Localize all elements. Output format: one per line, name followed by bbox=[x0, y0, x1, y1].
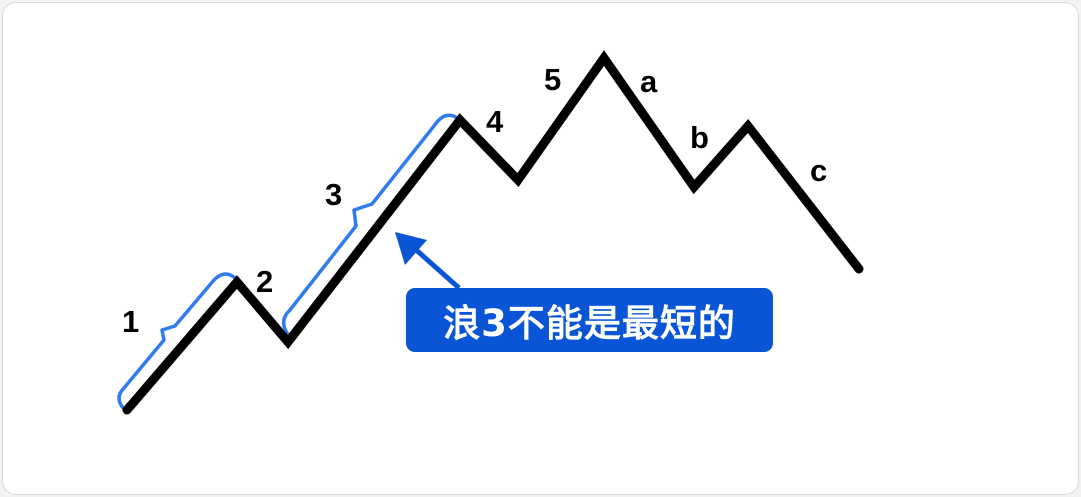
wave-label-5: 5 bbox=[544, 62, 562, 97]
wave-3-bracket bbox=[281, 113, 462, 335]
wave-label-c: c bbox=[810, 153, 828, 188]
callout-text: 浪3不能是最短的 bbox=[443, 302, 736, 345]
callout-box: 浪3不能是最短的 bbox=[406, 288, 773, 352]
callout-arrow-head bbox=[395, 232, 427, 265]
wave-label-3: 3 bbox=[325, 177, 343, 212]
wave-label-1: 1 bbox=[122, 304, 140, 339]
wave-label-b: b bbox=[690, 120, 709, 155]
wave-line bbox=[122, 50, 864, 415]
wave-1-bracket bbox=[117, 272, 239, 411]
wave-label-2: 2 bbox=[256, 264, 274, 299]
wave-label-a: a bbox=[640, 64, 658, 99]
callout-arrow-shaft bbox=[412, 246, 461, 290]
wave-label-4: 4 bbox=[486, 104, 504, 139]
